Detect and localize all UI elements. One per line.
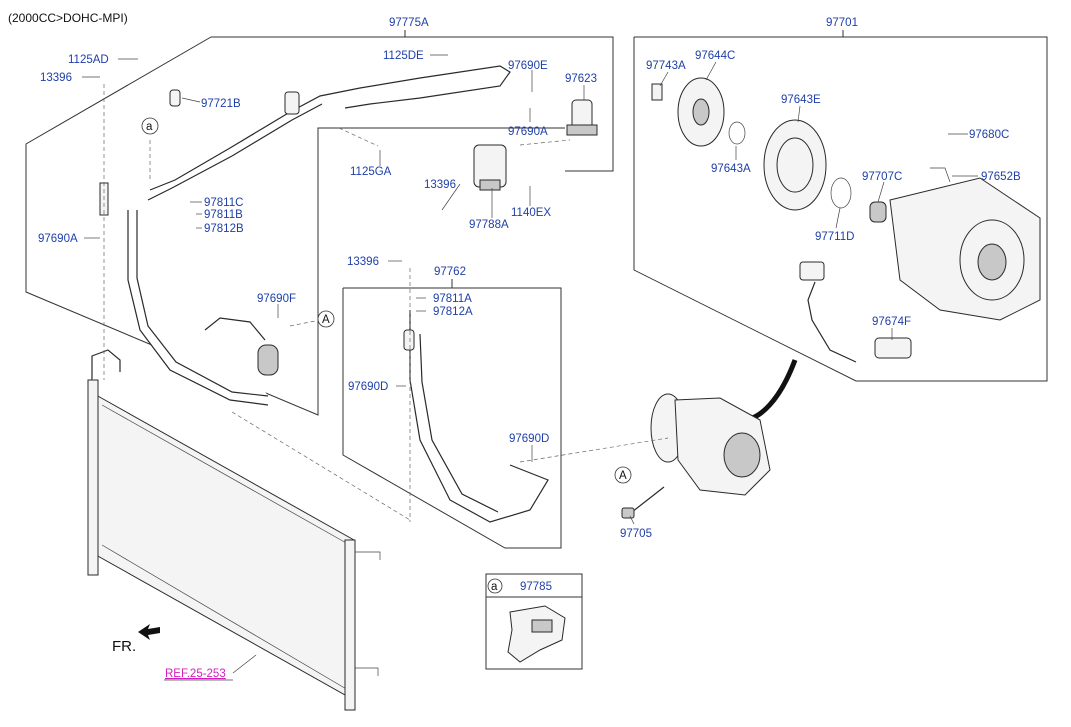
engine-variant-title: (2000CC>DOHC-MPI) bbox=[8, 11, 128, 25]
part-97690F[interactable]: 97690F bbox=[257, 293, 296, 305]
part-97690A-top[interactable]: 97690A bbox=[508, 126, 548, 138]
part-97680C[interactable]: 97680C bbox=[969, 129, 1009, 141]
leader-lines bbox=[82, 54, 978, 681]
part-97705[interactable]: 97705 bbox=[620, 528, 652, 540]
compressor-assembled bbox=[621, 359, 798, 519]
part-97811A[interactable]: 97811A bbox=[433, 293, 472, 305]
part-97788A[interactable]: 97788A bbox=[469, 219, 509, 231]
part-97707C[interactable]: 97707C bbox=[862, 171, 902, 183]
compressor-assembly-outline bbox=[633, 30, 1048, 382]
part-97690D-a[interactable]: 97690D bbox=[348, 381, 388, 393]
part-97775A[interactable]: 97775A bbox=[389, 17, 429, 29]
svg-text:A: A bbox=[322, 314, 330, 326]
part-97643E[interactable]: 97643E bbox=[781, 94, 821, 106]
part-97652B[interactable]: 97652B bbox=[981, 171, 1021, 183]
part-97690D-b[interactable]: 97690D bbox=[509, 433, 549, 445]
line-97762-outline bbox=[342, 279, 562, 549]
expansion-valve-97623 bbox=[566, 99, 598, 136]
inset-97785: a 97785 bbox=[485, 573, 583, 670]
part-1140EX[interactable]: 1140EX bbox=[511, 207, 551, 219]
callout-a-top[interactable]: a bbox=[141, 117, 159, 135]
part-97674F[interactable]: 97674F bbox=[872, 316, 911, 328]
part-97711D[interactable]: 97711D bbox=[815, 231, 854, 243]
part-1125AD[interactable]: 1125AD bbox=[68, 54, 109, 66]
pressure-block-97788A bbox=[473, 144, 507, 191]
part-97623[interactable]: 97623 bbox=[565, 73, 597, 85]
part-97643A[interactable]: 97643A bbox=[711, 163, 751, 175]
hose-97762 bbox=[403, 310, 549, 523]
front-label: FR. bbox=[112, 638, 136, 655]
callout-A-right[interactable]: A bbox=[614, 466, 632, 484]
part-97743A[interactable]: 97743A bbox=[646, 60, 686, 72]
callout-A-mid[interactable]: A bbox=[317, 310, 335, 328]
svg-text:A: A bbox=[619, 470, 627, 482]
part-97812B[interactable]: 97812B bbox=[204, 223, 244, 235]
part-97644C[interactable]: 97644C bbox=[695, 50, 735, 62]
part-97762[interactable]: 97762 bbox=[434, 266, 466, 278]
part-97721B[interactable]: 97721B bbox=[201, 98, 241, 110]
part-97811C[interactable]: 97811C bbox=[204, 197, 243, 209]
svg-text:a: a bbox=[146, 121, 153, 133]
part-13396-mid[interactable]: 13396 bbox=[424, 179, 456, 191]
callout-a-box: a bbox=[491, 581, 498, 593]
part-97690A-left[interactable]: 97690A bbox=[38, 233, 78, 245]
part-97812A[interactable]: 97812A bbox=[433, 306, 473, 318]
condenser bbox=[87, 349, 381, 711]
reference-link[interactable]: REF.25-253 bbox=[165, 668, 226, 680]
hose-97775A bbox=[99, 65, 511, 406]
part-13396-low[interactable]: 13396 bbox=[347, 256, 379, 268]
part-1125DE[interactable]: 1125DE bbox=[383, 50, 424, 62]
front-direction-arrow: FR. bbox=[112, 624, 160, 655]
part-97701[interactable]: 97701 bbox=[826, 17, 858, 29]
compressor-parts bbox=[651, 77, 1041, 363]
part-1125GA[interactable]: 1125GA bbox=[350, 166, 392, 178]
part-13396-top[interactable]: 13396 bbox=[40, 72, 72, 84]
part-97811B[interactable]: 97811B bbox=[204, 209, 243, 221]
part-97690E[interactable]: 97690E bbox=[508, 60, 548, 72]
part-97785[interactable]: 97785 bbox=[520, 581, 552, 593]
